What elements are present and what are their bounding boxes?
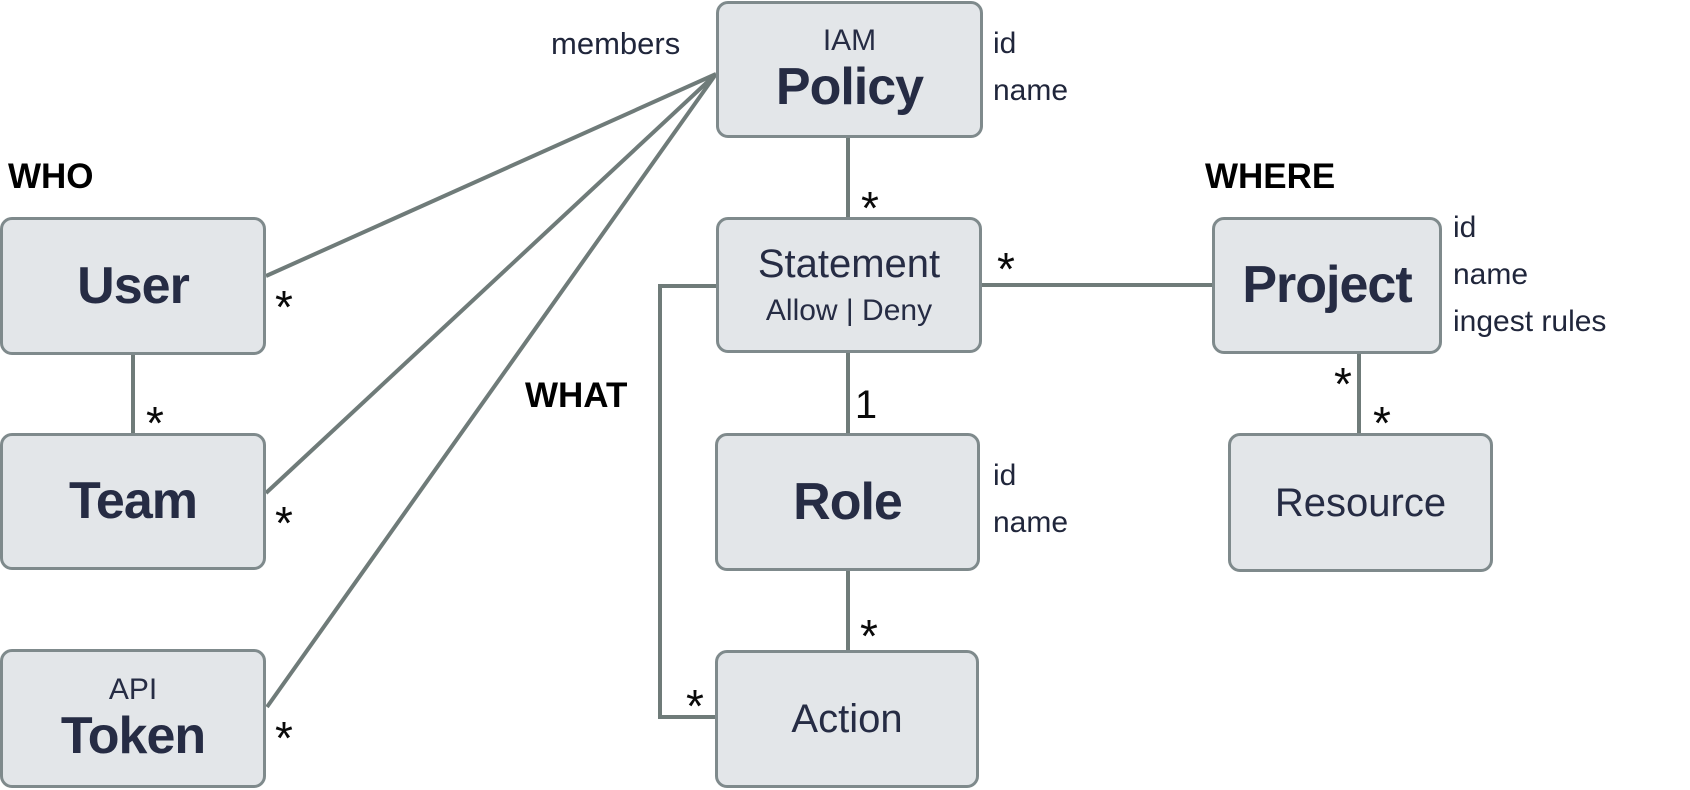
members-edge-label: members bbox=[551, 26, 681, 61]
entity-statement-subtitle: Allow | Deny bbox=[765, 293, 933, 327]
project-attribute: name bbox=[1453, 258, 1529, 291]
entity-project-title: Project bbox=[1242, 256, 1412, 315]
entity-resource: Resource bbox=[1228, 433, 1493, 572]
entity-policy-pretitle: IAM bbox=[822, 24, 877, 58]
entity-user-title: User bbox=[77, 256, 190, 315]
group-label-who: WHO bbox=[8, 157, 94, 196]
project-attributes: id name ingest rules bbox=[1453, 204, 1606, 345]
edge-user-policy bbox=[265, 72, 717, 278]
multiplicity-token-policy: * bbox=[275, 712, 293, 764]
entity-token: API Token bbox=[0, 649, 266, 788]
entity-role-title: Role bbox=[793, 472, 903, 531]
project-attribute: id bbox=[1453, 211, 1477, 244]
entity-token-title: Token bbox=[60, 707, 206, 766]
entity-statement-title: Statement bbox=[757, 241, 941, 286]
entity-role: Role bbox=[715, 433, 980, 571]
role-attribute: id bbox=[993, 459, 1017, 492]
entity-team: Team bbox=[0, 433, 266, 570]
role-attributes: id name bbox=[993, 452, 1068, 546]
entity-team-title: Team bbox=[69, 472, 198, 531]
policy-attributes: id name bbox=[993, 20, 1068, 114]
entity-user: User bbox=[0, 217, 266, 355]
multiplicity-statement-project: * bbox=[997, 243, 1015, 295]
entity-policy-title: Policy bbox=[775, 58, 924, 117]
edge-statement-action bbox=[658, 284, 716, 719]
group-label-where: WHERE bbox=[1205, 157, 1336, 196]
entity-project: Project bbox=[1212, 217, 1442, 354]
policy-attribute: name bbox=[993, 74, 1069, 107]
edge-token-policy bbox=[265, 72, 718, 709]
role-attribute: name bbox=[993, 506, 1069, 539]
group-label-what: WHAT bbox=[525, 376, 628, 415]
multiplicity-team-policy: * bbox=[275, 497, 293, 549]
entity-action-title: Action bbox=[791, 697, 903, 741]
multiplicity-statement-action: * bbox=[686, 680, 704, 732]
entity-token-pretitle: API bbox=[108, 673, 158, 707]
multiplicity-project-resource-upper: * bbox=[1334, 358, 1352, 410]
entity-policy: IAM Policy bbox=[716, 1, 983, 138]
entity-resource-title: Resource bbox=[1274, 480, 1447, 525]
entity-action: Action bbox=[715, 650, 979, 788]
multiplicity-role-action: * bbox=[860, 610, 878, 662]
edge-team-policy bbox=[264, 72, 718, 495]
project-attribute: ingest rules bbox=[1453, 305, 1607, 338]
policy-attribute: id bbox=[993, 27, 1017, 60]
entity-statement: Statement Allow | Deny bbox=[716, 217, 982, 353]
multiplicity-statement-role: 1 bbox=[855, 383, 877, 427]
multiplicity-user-policy: * bbox=[275, 281, 293, 333]
